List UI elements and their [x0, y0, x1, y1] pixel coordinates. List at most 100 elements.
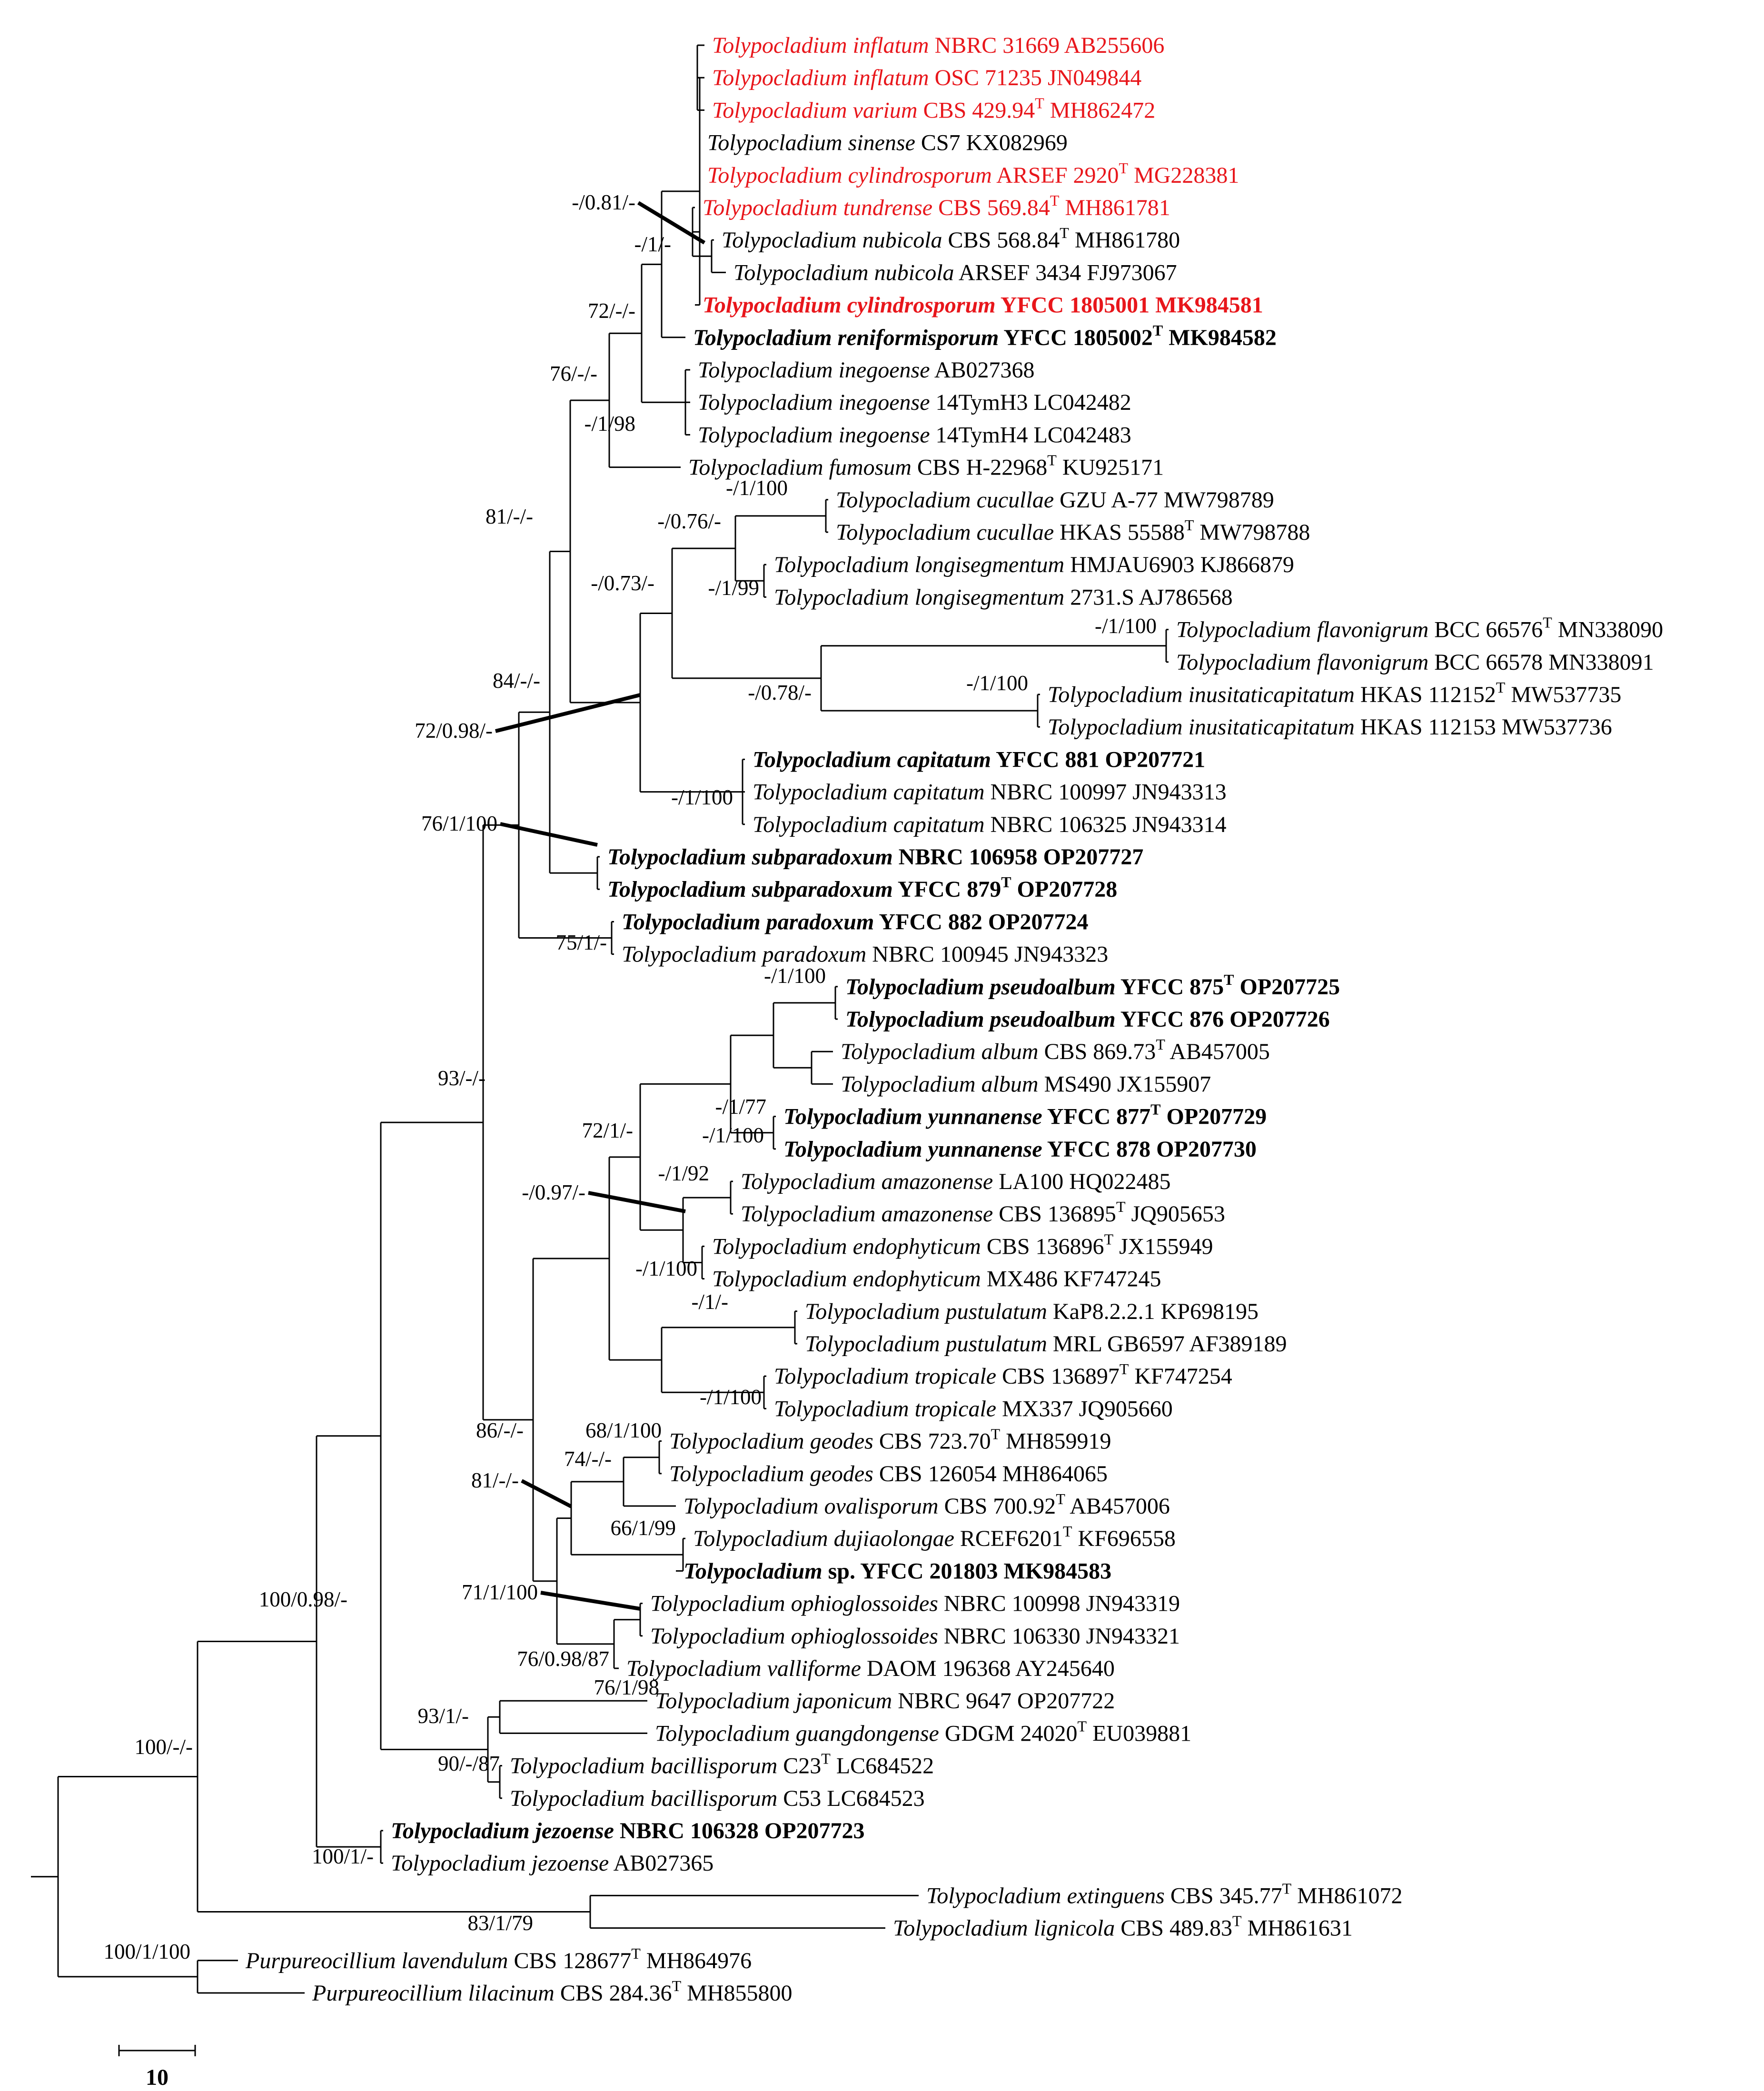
strain-id: CBS 489.83: [1115, 1916, 1232, 1941]
taxon-labels: Tolypocladium inflatum NBRC 31669 AB2556…: [245, 33, 1663, 2006]
taxon-label: Tolypocladium inusitaticapitatum HKAS 11…: [1048, 679, 1621, 707]
support-value: 72/0.98/-: [415, 719, 493, 743]
type-marker: T: [1120, 1360, 1129, 1377]
taxon-label: Tolypocladium sp. YFCC 201803 MK984583: [684, 1558, 1111, 1584]
type-marker: T: [1104, 1230, 1114, 1248]
type-marker: T: [1035, 94, 1044, 111]
taxon-label: Tolypocladium varium CBS 429.94T MH86247…: [712, 94, 1155, 123]
type-marker: T: [1078, 1717, 1087, 1734]
type-marker: T: [672, 1977, 682, 1994]
tree-branches: [31, 44, 1169, 1994]
accession: JX155949: [1113, 1234, 1213, 1259]
taxon-label: Tolypocladium subparadoxum NBRC 106958 O…: [607, 844, 1143, 870]
taxon-label: Tolypocladium pseudoalbum YFCC 875T OP20…: [845, 971, 1340, 1000]
strain-id: RCEF6201: [954, 1526, 1063, 1551]
taxon-label: Tolypocladium bacillisporum C23T LC68452…: [510, 1750, 934, 1779]
species-name: Tolypocladium lignicola: [893, 1916, 1115, 1941]
species-name: Tolypocladium amazonense: [741, 1169, 993, 1194]
taxon-label: Tolypocladium japonicum NBRC 9647 OP2077…: [655, 1688, 1115, 1714]
support-value: 74/-/-: [564, 1447, 612, 1471]
strain-id: HMJAU6903: [1064, 552, 1194, 577]
support-value: 81/-/-: [471, 1468, 519, 1492]
support-value: -/1/100: [1095, 614, 1157, 638]
strain-id: NBRC 106328: [614, 1818, 759, 1843]
strain-id: CBS 569.84: [932, 195, 1050, 220]
strain-id: NBRC 100945: [866, 942, 1009, 967]
accession: MW798788: [1194, 520, 1310, 545]
accession: MG228381: [1128, 163, 1239, 188]
strain-id: ARSEF 2920: [992, 163, 1119, 188]
taxon-label: Tolypocladium inegoense 14TymH3 LC042482: [698, 390, 1131, 415]
type-marker: T: [631, 1945, 641, 1962]
strain-id: CBS 128677: [508, 1948, 631, 1973]
strain-id: CBS 723.70: [873, 1429, 991, 1454]
strain-id: CBS 869.73: [1039, 1039, 1156, 1064]
species-name: Tolypocladium cucullae: [836, 520, 1054, 545]
species-name: Tolypocladium tropicale: [774, 1396, 996, 1421]
accession: MH862472: [1044, 98, 1155, 123]
accession: KJ866879: [1195, 552, 1294, 577]
support-value: -/1/98: [585, 412, 636, 436]
strain-id: MRL GB6597: [1047, 1331, 1185, 1357]
support-value: 84/-/-: [493, 669, 540, 693]
accession: MN338091: [1543, 650, 1654, 675]
accession: AB457005: [1165, 1039, 1270, 1064]
accession: MH861631: [1242, 1916, 1353, 1941]
species-name: Tolypocladium valliforme: [626, 1656, 861, 1681]
species-name: Tolypocladium cylindrosporum: [703, 293, 996, 318]
support-value: 76/1/100: [421, 812, 497, 835]
strain-id: YFCC 881: [991, 747, 1100, 772]
accession: MH861780: [1069, 228, 1180, 253]
support-leader: [540, 1591, 641, 1611]
strain-id: YFCC 882: [874, 909, 982, 934]
species-name: Tolypocladium japonicum: [655, 1688, 892, 1714]
support-value: -/0.97/-: [522, 1180, 585, 1204]
type-marker: T: [1060, 224, 1069, 241]
species-name: Tolypocladium inflatum: [712, 33, 929, 58]
support-value: 90/-/87: [438, 1752, 500, 1775]
accession: MH861072: [1291, 1883, 1402, 1908]
accession: OP207721: [1099, 747, 1205, 772]
strain-id: 14TymH3: [930, 390, 1028, 415]
accession: LC684523: [821, 1786, 924, 1811]
species-name: Tolypocladium geodes: [669, 1429, 873, 1454]
species-name: Tolypocladium nubicola: [733, 260, 954, 285]
type-marker: T: [1050, 192, 1060, 209]
scale-bar: 10: [118, 2045, 196, 2090]
type-marker: T: [1153, 322, 1163, 339]
strain-id: NBRC 106325: [985, 812, 1127, 837]
strain-id: MX486: [981, 1267, 1058, 1292]
taxon-label: Tolypocladium cucullae GZU A-77 MW798789: [836, 487, 1274, 513]
strain-id: sp. YFCC 201803: [823, 1558, 998, 1584]
species-name: Tolypocladium fumosum: [688, 455, 912, 480]
strain-id: NBRC 31669: [929, 33, 1060, 58]
species-name: Tolypocladium pseudoalbum: [845, 974, 1116, 1000]
strain-id: HKAS 112153: [1355, 714, 1496, 740]
support-value: 100/1/100: [103, 1940, 190, 1963]
support-value: 72/-/-: [588, 299, 635, 323]
taxon-label: Tolypocladium amazonense CBS 136895T JQ9…: [741, 1198, 1225, 1227]
species-name: Tolypocladium jezoense: [391, 1818, 614, 1843]
taxon-label: Tolypocladium inflatum OSC 71235 JN04984…: [712, 65, 1141, 90]
species-name: Tolypocladium album: [841, 1039, 1039, 1064]
species-name: Tolypocladium capitatum: [753, 812, 985, 837]
strain-id: NBRC 106958: [893, 844, 1038, 870]
accession: AJ786568: [1134, 585, 1233, 610]
type-marker: T: [1224, 971, 1234, 988]
taxon-label: Tolypocladium nubicola CBS 568.84T MH861…: [722, 224, 1180, 253]
species-name: Tolypocladium sinense: [707, 130, 915, 156]
strain-id: CBS 700.92: [939, 1494, 1056, 1519]
support-value: -/1/-: [692, 1290, 728, 1314]
strain-id: CBS 284.36: [555, 1981, 672, 2006]
taxon-label: Tolypocladium album CBS 869.73T AB457005: [841, 1036, 1270, 1064]
support-value: -/0.78/-: [748, 681, 812, 704]
accession: OP207728: [1011, 877, 1118, 902]
support-value: -/1/100: [764, 964, 826, 988]
species-name: Tolypocladium flavonigrum: [1176, 650, 1428, 675]
support-leader: [521, 1479, 572, 1508]
support-value: 93/1/-: [418, 1704, 469, 1728]
species-name: Tolypocladium album: [841, 1071, 1039, 1097]
taxon-label: Tolypocladium geodes CBS 723.70T MH85991…: [669, 1426, 1111, 1454]
taxon-label: Tolypocladium dujiaolongae RCEF6201T KF6…: [693, 1523, 1176, 1551]
